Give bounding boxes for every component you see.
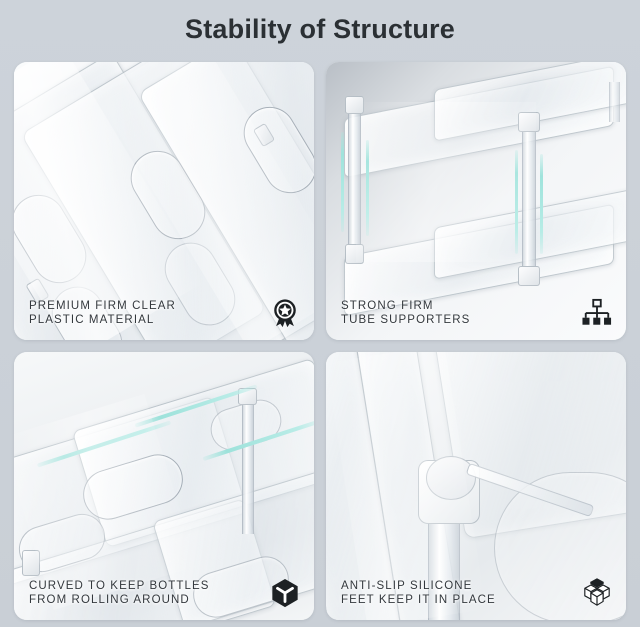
feature-panel-tube-supporters[interactable]: STRONG FIRM TUBE SUPPORTERS [326,62,626,340]
page-title: Stability of Structure [185,14,455,44]
product-photo-anti-slip-feet [326,352,626,620]
feature-panel-curved-bottles[interactable]: CURVED TO KEEP BOTTLES FROM ROLLING AROU… [14,352,314,620]
product-photo-curved-bottles [14,352,314,620]
feature-panel-grid: PREMIUM FIRM CLEAR PLASTIC MATERIAL [14,62,626,620]
product-photo-tube-supporters [326,62,626,340]
feature-panel-premium-material[interactable]: PREMIUM FIRM CLEAR PLASTIC MATERIAL [14,62,314,340]
feature-panel-anti-slip-feet[interactable]: ANTI-SLIP SILICONE FEET KEEP IT IN PLACE [326,352,626,620]
product-photo-premium-material [14,62,314,340]
